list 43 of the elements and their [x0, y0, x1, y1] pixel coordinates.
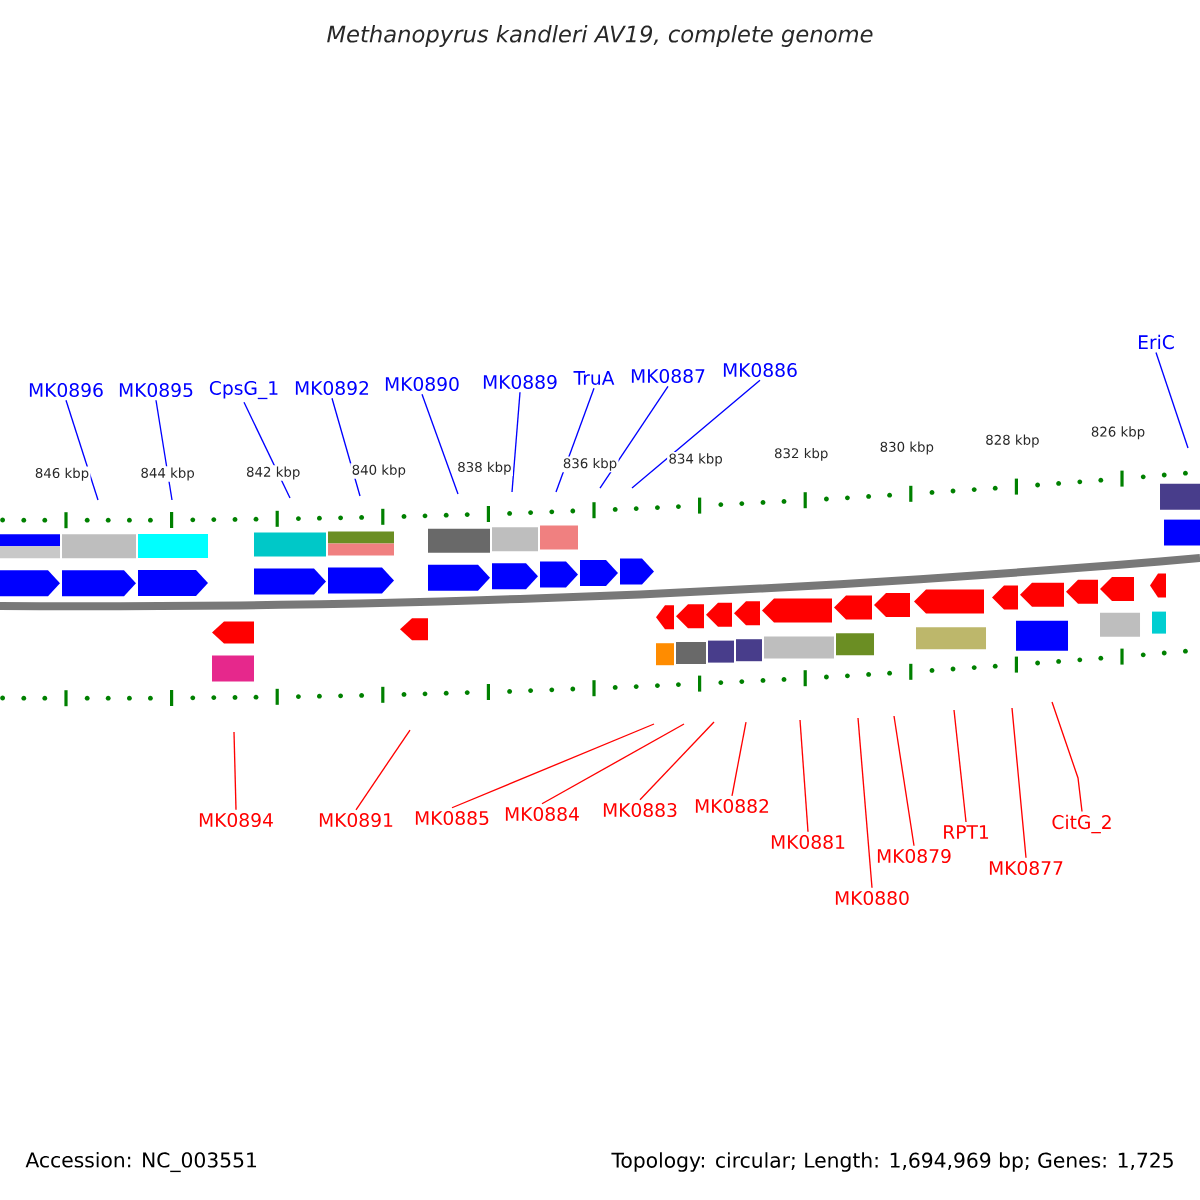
gene-label: MK0891: [319, 812, 393, 828]
gene-label: CitG_2: [1052, 814, 1111, 834]
gene-label: MK0889: [483, 374, 557, 390]
leader-line: [631, 379, 761, 489]
gene-label: MK0883: [603, 802, 677, 818]
footer-text: Topology: circular; Length: 1,694,969 bp; Genes: 1,725: [611, 1152, 1173, 1172]
leader-line: [1155, 351, 1189, 449]
leader-line: [233, 731, 237, 811]
leader-line: [511, 391, 521, 493]
gene-label: MK0892: [295, 380, 369, 396]
gene-label: MK0877: [989, 860, 1063, 876]
gene-label: MK0880: [835, 890, 909, 906]
gene-label: MK0895: [119, 382, 193, 398]
leader-line: [65, 399, 99, 501]
gene-label: MK0887: [631, 368, 705, 384]
gene-label: MK0884: [505, 806, 579, 822]
gene-label: EriC: [1139, 334, 1174, 350]
gene-label: MK0886: [723, 362, 797, 378]
leader-line: [731, 721, 747, 797]
leader-line: [893, 715, 915, 847]
gene-label: MK0890: [385, 376, 459, 392]
gene-label: MK0881: [771, 834, 845, 850]
leader-line: [541, 723, 685, 805]
gene-label: MK0885: [415, 810, 489, 826]
leader-line: [355, 729, 411, 811]
leader-line: [1051, 701, 1083, 813]
gene-label: CpsG_1: [209, 380, 278, 400]
gene-label: TruA: [573, 371, 615, 385]
title: Methanopyrus kandleri AV19, complete genome: [327, 25, 873, 47]
gene-label: MK0882: [695, 798, 769, 814]
gene-label: RPT1: [944, 825, 989, 839]
leader-line: [857, 717, 873, 889]
leader-line: [639, 721, 715, 801]
leader-line: [599, 385, 669, 489]
leader-line: [799, 719, 809, 833]
gene-label: MK0896: [29, 382, 103, 398]
leader-line: [1011, 707, 1027, 859]
leader-line: [451, 723, 655, 809]
footer-text: Accession: NC_003551: [25, 1151, 257, 1173]
leader-line: [953, 709, 967, 823]
gene-label: MK0894: [199, 812, 273, 828]
leader-line: [421, 393, 459, 495]
gene-label: MK0879: [877, 848, 951, 864]
